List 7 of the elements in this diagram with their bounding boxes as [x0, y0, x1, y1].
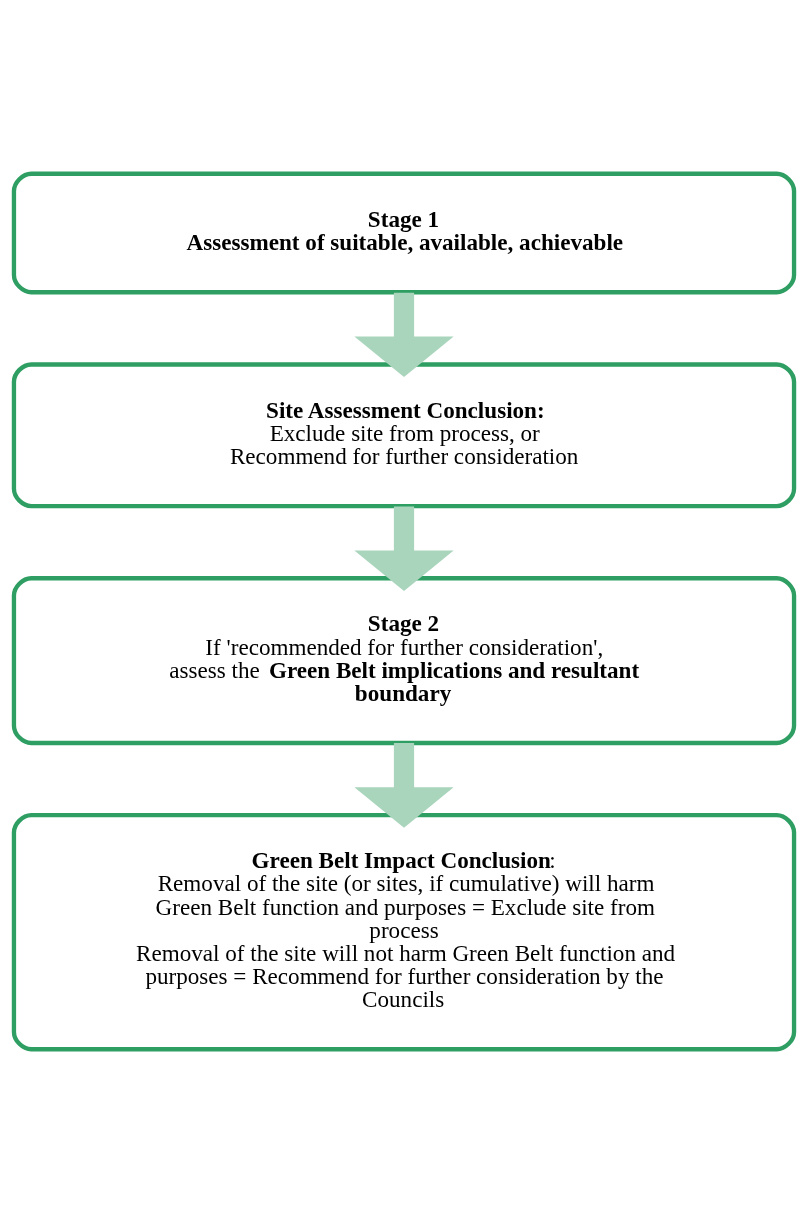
node-box: Green Belt Impact Conclusion: Removal of the site (or sites, if cumulative) will harm Green Belt function and purposes = Exclude site from process Removal of the site will not harm Green Belt function and purposes = Recommend for further consideration by the Councils [11, 813, 797, 1052]
arrow [354, 292, 454, 377]
arrow [354, 743, 454, 828]
node-box: Stage 2 If 'recommended for further consideration', assess the Green Belt implications and resultant boundary [11, 576, 797, 746]
node-box: Site Assessment Conclusion: Exclude site from process, or Recommend for further consideration [11, 362, 797, 509]
node-box: Stage 1 Assessment of suitable, available, achievable [11, 171, 797, 295]
arrow [354, 506, 454, 592]
